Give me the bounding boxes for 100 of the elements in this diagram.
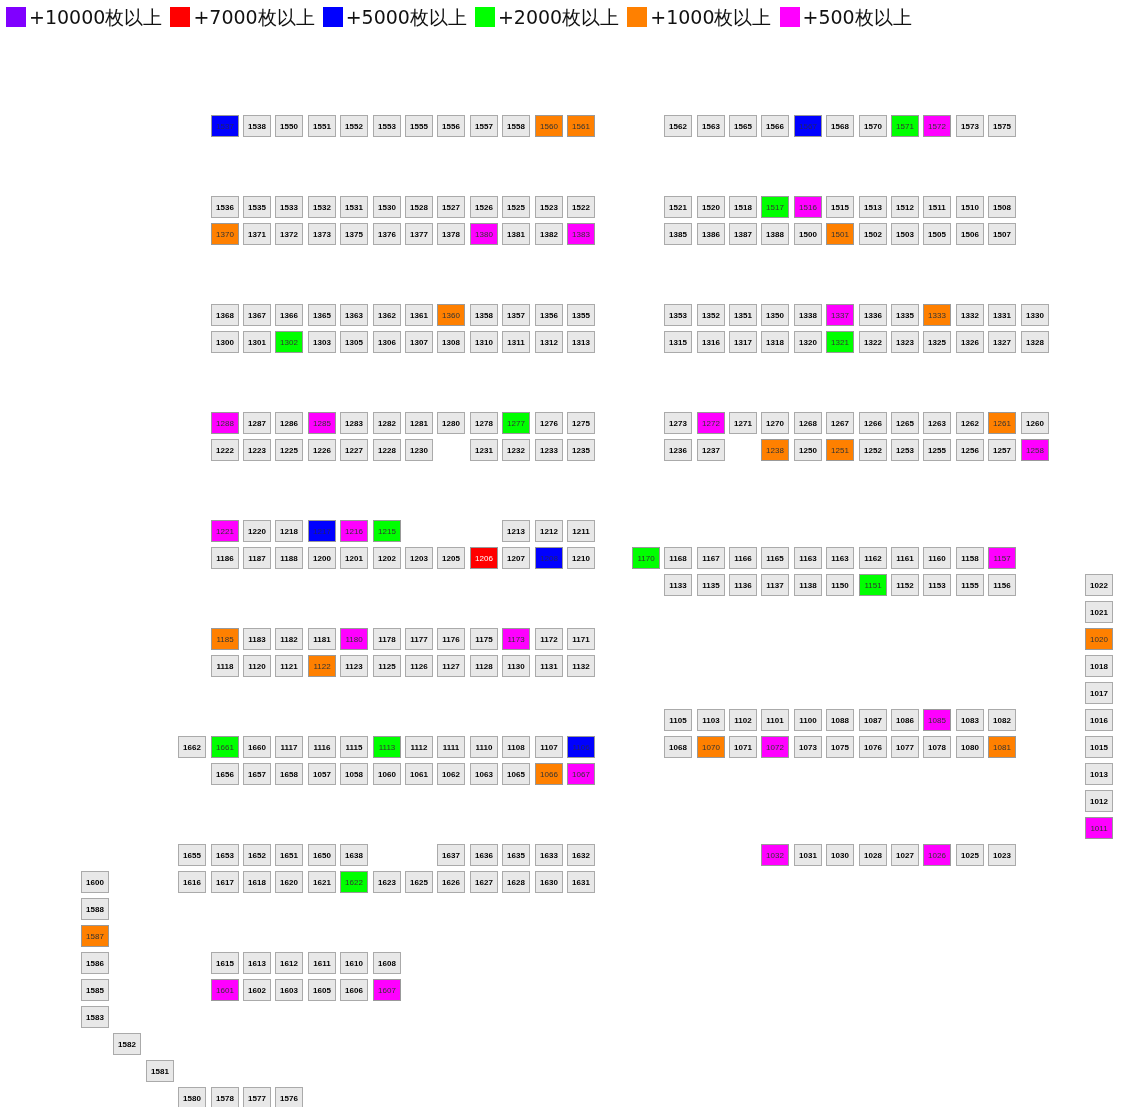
booth-box: 1516: [794, 196, 822, 218]
booth-box: 1550: [275, 115, 303, 137]
booth-box: 1288: [211, 412, 239, 434]
booth-box: 1031: [794, 844, 822, 866]
booth-box: 1132: [567, 655, 595, 677]
booth-box: 1316: [697, 331, 725, 353]
booth-box: 1576: [275, 1087, 303, 1107]
booth-box: 1208: [535, 547, 563, 569]
booth-box: 1150: [826, 574, 854, 596]
booth-box: 1073: [794, 736, 822, 758]
booth-box: 1021: [1085, 601, 1113, 623]
booth-box: 1608: [373, 952, 401, 974]
booth-box: 1638: [340, 844, 368, 866]
booth-box: 1350: [761, 304, 789, 326]
booth-box: 1201: [340, 547, 368, 569]
booth-box: 1538: [243, 115, 271, 137]
booth-box: 1211: [567, 520, 595, 542]
booth-box: 1232: [502, 439, 530, 461]
booth-box: 1030: [826, 844, 854, 866]
booth-box: 1226: [308, 439, 336, 461]
booth-box: 1222: [211, 439, 239, 461]
booth-box: 1326: [956, 331, 984, 353]
booth-box: 1126: [405, 655, 433, 677]
booth-box: 1561: [567, 115, 595, 137]
booth-box: 1207: [502, 547, 530, 569]
booth-box: 1313: [567, 331, 595, 353]
booth-box: 1280: [437, 412, 465, 434]
booth-box: 1061: [405, 763, 433, 785]
booth-box: 1511: [923, 196, 951, 218]
booth-box: 1325: [923, 331, 951, 353]
booth-box: 1125: [373, 655, 401, 677]
booth-box: 1270: [761, 412, 789, 434]
booth-box: 1523: [535, 196, 563, 218]
booth-box: 1315: [664, 331, 692, 353]
booth-box: 1117: [275, 736, 303, 758]
booth-box: 1565: [729, 115, 757, 137]
booth-box: 1160: [923, 547, 951, 569]
booth-box: 1323: [891, 331, 919, 353]
booth-box: 1227: [340, 439, 368, 461]
booth-box: 1618: [243, 871, 271, 893]
booth-box: 1373: [308, 223, 336, 245]
booth-box: 1158: [956, 547, 984, 569]
legend-label: +500枚以上: [802, 5, 912, 29]
booth-box: 1585: [81, 979, 109, 1001]
booth-box: 1078: [923, 736, 951, 758]
booth-box: 1563: [697, 115, 725, 137]
booth-box: 1116: [308, 736, 336, 758]
booth-box: 1065: [502, 763, 530, 785]
booth-box: 1383: [567, 223, 595, 245]
booth-box: 1115: [340, 736, 368, 758]
booth-box: 1137: [761, 574, 789, 596]
booth-box: 1351: [729, 304, 757, 326]
booth-box: 1086: [891, 709, 919, 731]
booth-box: 1357: [502, 304, 530, 326]
booth-box: 1121: [275, 655, 303, 677]
booth-box: 1335: [891, 304, 919, 326]
booth-box: 1258: [1021, 439, 1049, 461]
booth-box: 1501: [826, 223, 854, 245]
booth-box: 1108: [502, 736, 530, 758]
booth-box: 1215: [373, 520, 401, 542]
booth-box: 1532: [308, 196, 336, 218]
booth-box: 1011: [1085, 817, 1113, 839]
booth-box: 1233: [535, 439, 563, 461]
booth-box: 1525: [502, 196, 530, 218]
booth-box: 1282: [373, 412, 401, 434]
booth-box: 1505: [923, 223, 951, 245]
booth-box: 1220: [243, 520, 271, 542]
booth-box: 1088: [826, 709, 854, 731]
booth-box: 1107: [535, 736, 563, 758]
booth-box: 1281: [405, 412, 433, 434]
booth-box: 1265: [891, 412, 919, 434]
booth-box: 1317: [729, 331, 757, 353]
booth-box: 1507: [988, 223, 1016, 245]
booth-box: 1017: [1085, 682, 1113, 704]
booth-box: 1535: [243, 196, 271, 218]
booth-box: 1015: [1085, 736, 1113, 758]
booth-box: 1081: [988, 736, 1016, 758]
booth-box: 1500: [794, 223, 822, 245]
booth-box: 1621: [308, 871, 336, 893]
booth-box: 1368: [211, 304, 239, 326]
booth-box: 1271: [729, 412, 757, 434]
booth-box: 1305: [340, 331, 368, 353]
booth-box: 1286: [275, 412, 303, 434]
booth-box: 1536: [211, 196, 239, 218]
booth-box: 1157: [988, 547, 1016, 569]
booth-box: 1555: [405, 115, 433, 137]
booth-box: 1180: [340, 628, 368, 650]
booth-box: 1508: [988, 196, 1016, 218]
booth-box: 1175: [470, 628, 498, 650]
booth-box: 1120: [243, 655, 271, 677]
booth-box: 1381: [502, 223, 530, 245]
booth-box: 1085: [923, 709, 951, 731]
booth-box: 1625: [405, 871, 433, 893]
booth-box: 1153: [923, 574, 951, 596]
booth-box: 1332: [956, 304, 984, 326]
booth-box: 1388: [761, 223, 789, 245]
booth-box: 1537: [211, 115, 239, 137]
booth-box: 1136: [729, 574, 757, 596]
booth-box: 1361: [405, 304, 433, 326]
booth-box: 1206: [470, 547, 498, 569]
